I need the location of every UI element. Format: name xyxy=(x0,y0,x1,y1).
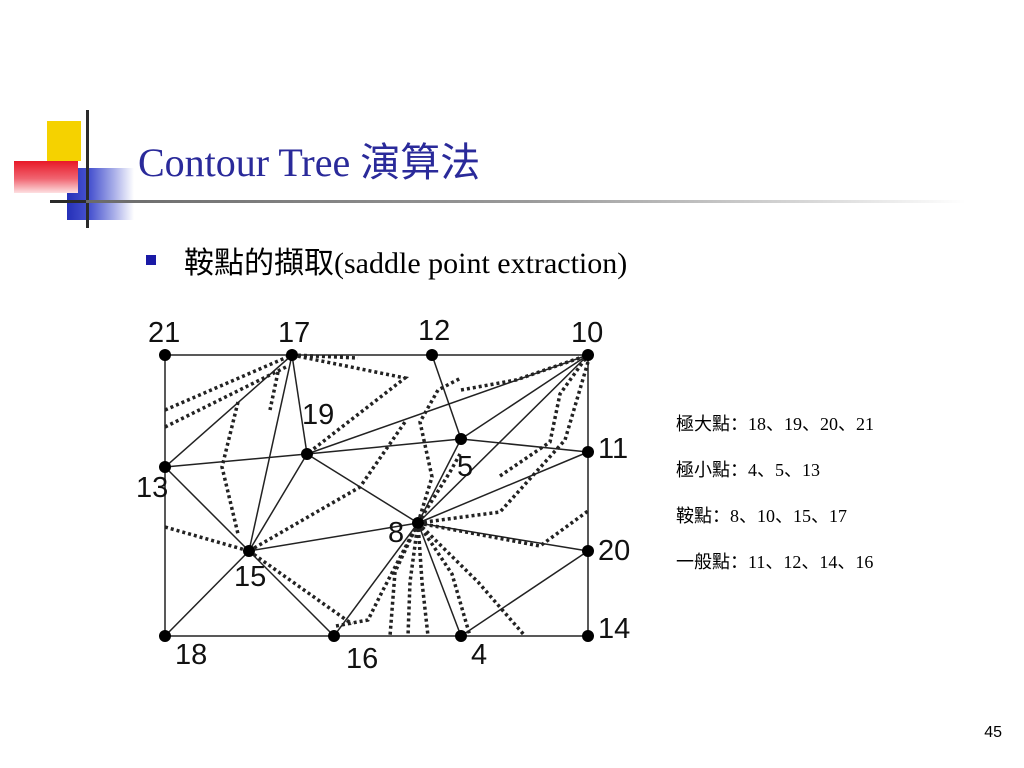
legend-regular: 一般點：11、12、14、16 xyxy=(676,552,874,572)
page-number: 45 xyxy=(984,724,1002,741)
vertex-label-5: 5 xyxy=(457,451,473,483)
mesh-vertices xyxy=(159,349,594,642)
vertex-label-10: 10 xyxy=(571,317,603,349)
legend-saddles: 鞍點：8、10、15、17 xyxy=(676,506,847,526)
vertex-label-12: 12 xyxy=(418,315,450,347)
vertex-label-18: 18 xyxy=(175,639,207,671)
vertex-label-11: 11 xyxy=(598,433,628,465)
contour-tree-figure: 21 17 12 10 19 11 13 5 8 20 15 18 16 4 1… xyxy=(120,302,648,680)
figure-background xyxy=(120,302,648,680)
bullet-text: 鞍點的擷取(saddle point extraction) xyxy=(184,247,628,280)
vertex-label-19: 19 xyxy=(302,399,334,431)
slide-title: Contour Tree 演算法 xyxy=(138,140,481,185)
bullet-square-icon xyxy=(146,255,156,265)
vertex-label-17: 17 xyxy=(278,317,310,349)
vertex-label-4: 4 xyxy=(471,639,487,671)
vertex-classification-legend: 極大點：18、19、20、21 極小點：4、5、13 鞍點：8、10、15、17… xyxy=(676,410,874,594)
contour-lines xyxy=(164,353,590,638)
mesh-edges xyxy=(164,354,589,637)
decor-red-square xyxy=(14,161,78,193)
decor-blue-square xyxy=(67,168,134,220)
vertex-label-14: 14 xyxy=(598,613,630,645)
decor-vertical-line xyxy=(86,110,89,228)
vertex-label-20: 20 xyxy=(598,535,630,567)
vertex-label-21: 21 xyxy=(148,317,180,349)
vertex-label-8: 8 xyxy=(388,517,404,549)
legend-minima: 極小點：4、5、13 xyxy=(676,460,820,480)
vertex-label-15: 15 xyxy=(234,561,266,593)
bullet-item: 鞍點的擷取(saddle point extraction) xyxy=(146,238,627,282)
title-underline xyxy=(86,200,966,203)
legend-maxima: 極大點：18、19、20、21 xyxy=(676,414,874,434)
decor-yellow-square xyxy=(47,121,81,161)
vertex-label-13: 13 xyxy=(136,472,168,504)
vertex-label-16: 16 xyxy=(346,643,378,675)
